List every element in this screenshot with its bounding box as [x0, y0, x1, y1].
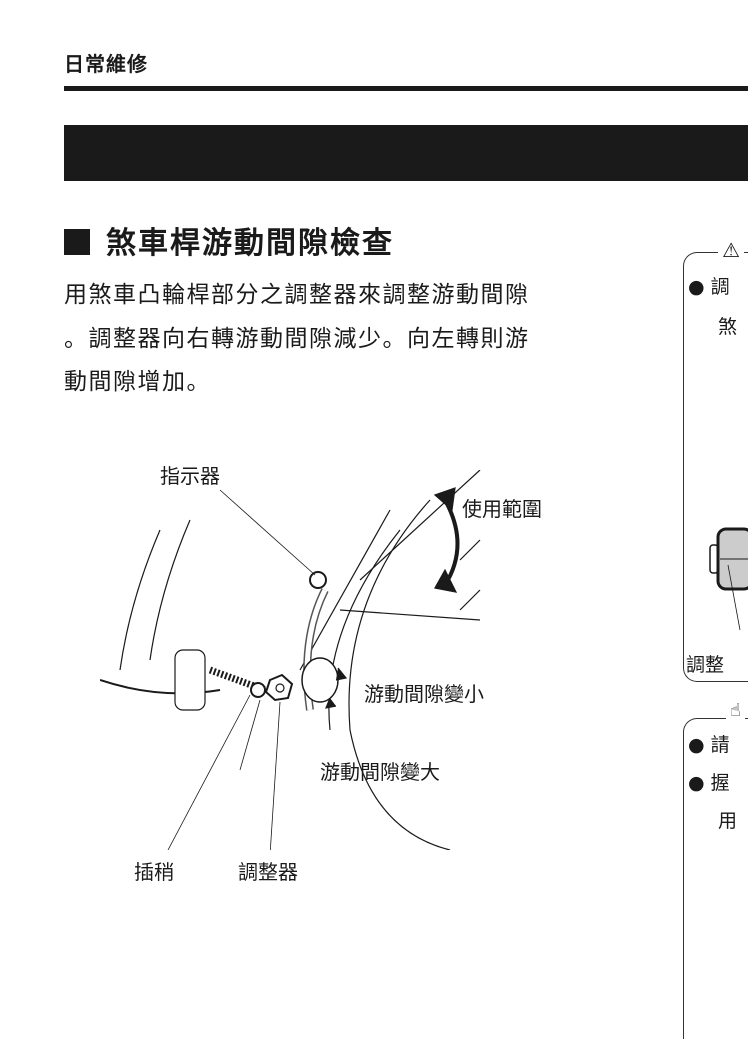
note-text-line: ● 握: [688, 772, 730, 794]
warning-adjuster-label: 調整: [686, 654, 725, 676]
warning-text-line: ● 調: [688, 276, 730, 298]
warning-box: [683, 252, 748, 682]
warning-text-line: 煞: [718, 316, 738, 338]
note-text-line: 用: [718, 810, 738, 832]
body-text-line: 動間隙增加。: [64, 369, 211, 395]
body-text-line: 用煞車凸輪桿部分之調整器來調整游動間隙: [64, 282, 530, 308]
warning-triangle-icon: ⚠: [718, 238, 744, 262]
header-rule: [64, 86, 748, 91]
note-box: [683, 718, 748, 1039]
adjuster-closeup-illustration: [709, 527, 748, 631]
pointing-hand-icon: ☝: [726, 700, 745, 721]
note-text-line: ● 請: [688, 734, 730, 756]
square-bullet-icon: [64, 229, 90, 255]
body-text-line: 。調整器向右轉游動間隙減少。向左轉則游: [64, 326, 530, 352]
page-title: 煞車桿游動間隙檢查: [64, 218, 394, 262]
chapter-bar: [64, 125, 748, 181]
figure-label-indicator: 指示器: [160, 464, 220, 488]
figure-label-increase: 游動間隙變大: [320, 760, 440, 784]
brake-adjuster-illustration: [100, 470, 481, 850]
figure-label-pin: 插稍: [134, 860, 174, 884]
figure-label-decrease: 游動間隙變小: [364, 682, 484, 706]
section-header: 日常維修: [64, 52, 148, 76]
figure-label-adjuster: 調整器: [238, 860, 298, 884]
page-title-text: 煞車桿游動間隙檢查: [106, 226, 394, 261]
figure-label-range: 使用範圍: [462, 497, 542, 521]
